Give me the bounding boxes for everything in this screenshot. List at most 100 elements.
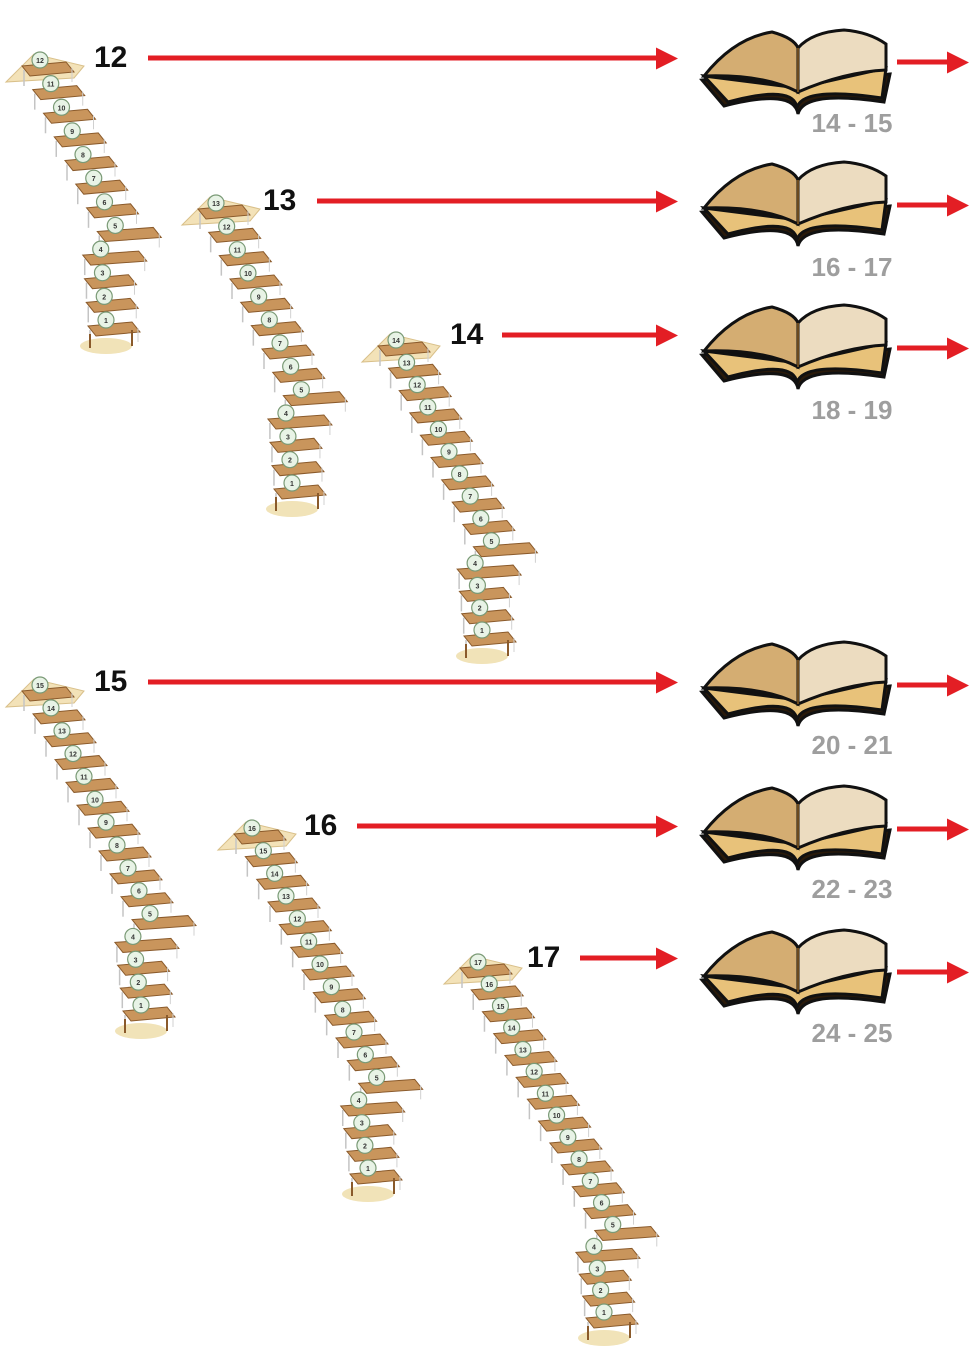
svg-text:6: 6 bbox=[479, 516, 483, 523]
arrow-out-14 bbox=[897, 346, 949, 351]
stair-label-13: 13 bbox=[263, 186, 296, 216]
svg-text:4: 4 bbox=[131, 934, 135, 941]
svg-text:5: 5 bbox=[299, 388, 303, 395]
page-range-17: 24 - 25 bbox=[782, 1020, 922, 1046]
svg-text:3: 3 bbox=[475, 583, 479, 590]
svg-text:1: 1 bbox=[480, 628, 484, 635]
svg-text:1: 1 bbox=[104, 318, 108, 325]
open-book-icon[interactable] bbox=[694, 774, 894, 874]
page-range-15: 20 - 21 bbox=[782, 732, 922, 758]
arrow-16-to-book bbox=[357, 824, 658, 829]
svg-text:11: 11 bbox=[234, 248, 242, 255]
svg-text:11: 11 bbox=[80, 774, 88, 781]
page-range-16: 22 - 23 bbox=[782, 876, 922, 902]
svg-text:16: 16 bbox=[485, 982, 493, 989]
svg-text:4: 4 bbox=[99, 247, 103, 254]
svg-text:14: 14 bbox=[47, 706, 55, 713]
svg-text:2: 2 bbox=[136, 980, 140, 987]
svg-text:9: 9 bbox=[70, 129, 74, 136]
svg-text:6: 6 bbox=[600, 1201, 604, 1208]
svg-text:6: 6 bbox=[363, 1053, 367, 1060]
svg-text:15: 15 bbox=[259, 849, 267, 856]
svg-text:6: 6 bbox=[103, 200, 107, 207]
svg-text:12: 12 bbox=[223, 224, 231, 231]
svg-text:8: 8 bbox=[267, 318, 271, 325]
svg-text:13: 13 bbox=[282, 894, 290, 901]
svg-text:9: 9 bbox=[566, 1135, 570, 1142]
arrow-14-to-book bbox=[502, 333, 658, 338]
arrow-13-to-book bbox=[317, 199, 658, 204]
page-range-13: 16 - 17 bbox=[782, 254, 922, 280]
svg-text:8: 8 bbox=[458, 472, 462, 479]
svg-text:6: 6 bbox=[289, 364, 293, 371]
svg-text:15: 15 bbox=[497, 1004, 505, 1011]
svg-text:5: 5 bbox=[148, 912, 152, 919]
arrow-out-16 bbox=[897, 827, 949, 832]
arrow-12-to-book bbox=[148, 56, 658, 61]
open-book-icon[interactable] bbox=[694, 18, 894, 118]
svg-text:11: 11 bbox=[424, 405, 432, 412]
svg-text:1: 1 bbox=[602, 1310, 606, 1317]
stair-label-15: 15 bbox=[94, 667, 127, 697]
stair-label-17: 17 bbox=[527, 943, 560, 973]
arrow-out-15 bbox=[897, 683, 949, 688]
svg-text:12: 12 bbox=[69, 752, 77, 759]
svg-text:3: 3 bbox=[134, 957, 138, 964]
svg-text:9: 9 bbox=[329, 985, 333, 992]
svg-text:7: 7 bbox=[352, 1030, 356, 1037]
stair-label-12: 12 bbox=[94, 43, 127, 73]
open-book-icon[interactable] bbox=[694, 918, 894, 1018]
svg-text:4: 4 bbox=[473, 561, 477, 568]
svg-text:11: 11 bbox=[47, 82, 55, 89]
svg-text:6: 6 bbox=[137, 889, 141, 896]
svg-text:13: 13 bbox=[212, 201, 220, 208]
svg-text:10: 10 bbox=[91, 797, 99, 804]
svg-text:12: 12 bbox=[530, 1069, 538, 1076]
svg-text:4: 4 bbox=[357, 1098, 361, 1105]
svg-text:5: 5 bbox=[375, 1075, 379, 1082]
svg-text:2: 2 bbox=[599, 1288, 603, 1295]
svg-text:11: 11 bbox=[305, 939, 313, 946]
svg-text:3: 3 bbox=[360, 1121, 364, 1128]
svg-text:13: 13 bbox=[519, 1048, 527, 1055]
open-book-icon[interactable] bbox=[694, 293, 894, 393]
open-book-icon[interactable] bbox=[694, 630, 894, 730]
svg-text:12: 12 bbox=[36, 58, 44, 65]
svg-text:2: 2 bbox=[363, 1143, 367, 1150]
svg-text:8: 8 bbox=[115, 843, 119, 850]
svg-text:14: 14 bbox=[508, 1026, 516, 1033]
svg-text:10: 10 bbox=[435, 427, 443, 434]
svg-text:5: 5 bbox=[113, 223, 117, 230]
arrow-15-to-book bbox=[148, 680, 658, 685]
svg-text:9: 9 bbox=[257, 294, 261, 301]
svg-text:10: 10 bbox=[244, 271, 252, 278]
svg-text:13: 13 bbox=[403, 360, 411, 367]
svg-text:3: 3 bbox=[101, 271, 105, 278]
svg-text:9: 9 bbox=[104, 820, 108, 827]
svg-text:17: 17 bbox=[474, 960, 482, 967]
page-range-14: 18 - 19 bbox=[782, 397, 922, 423]
arrow-out-17 bbox=[897, 970, 949, 975]
svg-text:13: 13 bbox=[58, 729, 66, 736]
stair-label-16: 16 bbox=[304, 811, 337, 841]
svg-text:7: 7 bbox=[92, 176, 96, 183]
svg-text:2: 2 bbox=[288, 458, 292, 465]
svg-text:8: 8 bbox=[341, 1007, 345, 1014]
stair-label-14: 14 bbox=[450, 320, 483, 350]
svg-text:5: 5 bbox=[489, 539, 493, 546]
svg-text:5: 5 bbox=[611, 1223, 615, 1230]
svg-text:4: 4 bbox=[284, 411, 288, 418]
open-book-icon[interactable] bbox=[694, 150, 894, 250]
arrow-out-12 bbox=[897, 60, 949, 65]
svg-text:3: 3 bbox=[595, 1266, 599, 1273]
svg-text:7: 7 bbox=[126, 866, 130, 873]
svg-text:14: 14 bbox=[271, 871, 279, 878]
svg-text:2: 2 bbox=[102, 294, 106, 301]
svg-text:1: 1 bbox=[366, 1166, 370, 1173]
svg-text:14: 14 bbox=[392, 338, 400, 345]
